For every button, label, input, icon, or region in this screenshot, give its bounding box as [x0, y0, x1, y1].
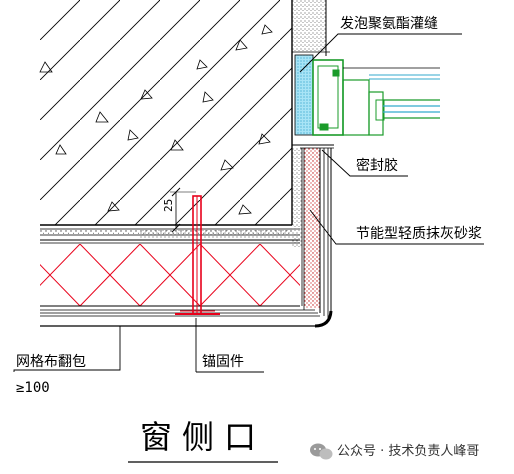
- drawing-title: 窗侧口: [140, 418, 266, 456]
- window-frame: [312, 59, 440, 136]
- dimension-text: 25: [162, 199, 175, 212]
- dimension-25: 25: [162, 187, 196, 233]
- plaster-layer: [40, 228, 300, 244]
- label-mesh-wrap: 网格布翻包: [16, 354, 86, 370]
- svg-text:公众号 · 技术负责人峰哥: 公众号 · 技术负责人峰哥: [337, 444, 479, 459]
- window-reveal: [292, 0, 334, 318]
- watermark-channel: 技术负责人峰哥: [388, 444, 479, 459]
- label-mesh-overlap: ≥100: [16, 380, 50, 396]
- insulation-board: [40, 244, 300, 307]
- outer-render-layers: [40, 309, 333, 328]
- anchor-bolt: [175, 195, 220, 315]
- leader-lines: [13, 33, 484, 373]
- label-mortar: 节能型轻质抹灰砂浆: [356, 226, 482, 242]
- watermark: 公众号 · 技术负责人峰哥: [310, 443, 479, 460]
- foam-filling: [294, 54, 314, 136]
- concrete-wall: [39, 0, 293, 226]
- watermark-prefix: 公众号 ·: [337, 444, 388, 459]
- wechat-logo-icon: [310, 443, 333, 460]
- label-sealant: 密封胶: [356, 157, 398, 174]
- label-foam-seal: 发泡聚氨酯灌缝: [340, 16, 438, 32]
- label-anchor: 锚固件: [202, 354, 244, 370]
